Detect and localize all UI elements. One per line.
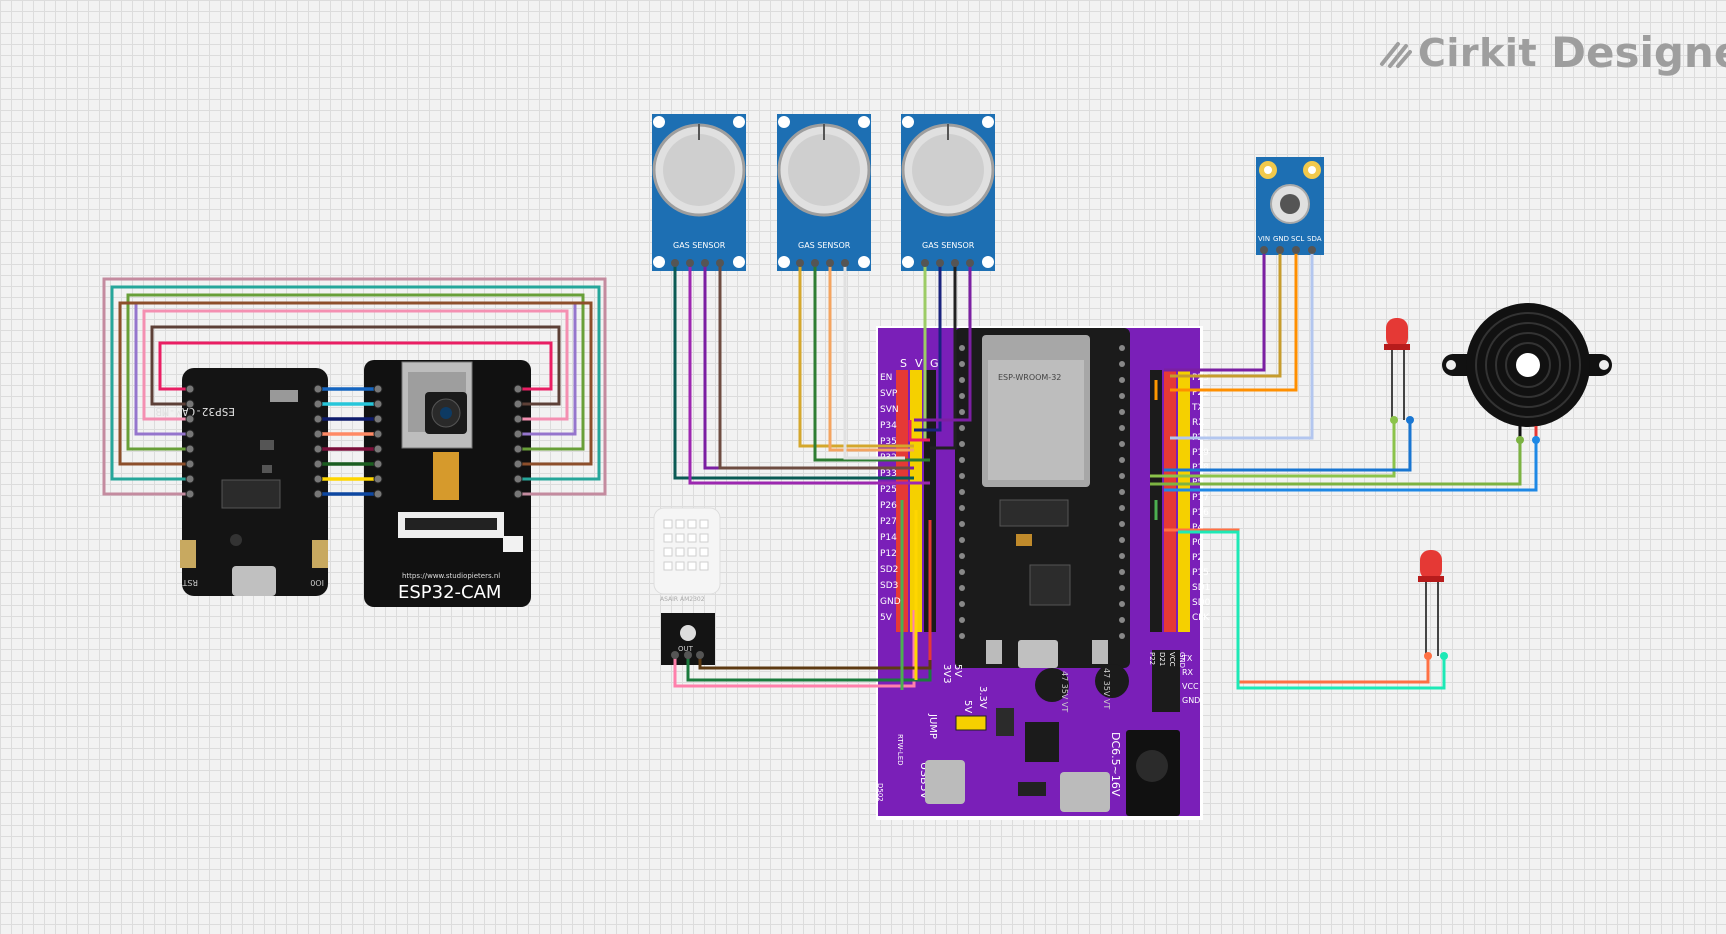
pin-label: SD2 (880, 565, 898, 575)
mb-loop-wires (102, 277, 607, 496)
gas-sensor-wires (673, 263, 972, 485)
shield-hdr-v-left: V (915, 357, 923, 370)
piezo-buzzer[interactable] (1442, 303, 1612, 444)
uart-pin-gnd: GND (1178, 652, 1186, 668)
esp32-expansion-shield[interactable]: G V S EN SVP SVN P34 P35 P32 P33 P25 P26… (876, 326, 1211, 820)
pin-label: EN (880, 373, 892, 383)
shield-label-5v-b: 5V (962, 700, 973, 713)
shield-hdr-s-left: S (900, 357, 907, 370)
dht-out-label: OUT (678, 645, 694, 653)
cirkit-logo-icon (1380, 41, 1412, 68)
pin-label: SD3 (880, 581, 898, 591)
shield-cap2-label: 47 35V VT (1102, 668, 1111, 709)
pin-label: P15 (1192, 568, 1209, 578)
pin-label: P35 (880, 437, 897, 447)
pin-label: SVN (880, 405, 899, 415)
uart-pin-p22: P22 (1148, 652, 1156, 665)
svg-text:IO0: IO0 (310, 578, 324, 587)
pin-label: P22 (1192, 388, 1209, 398)
ir-sensor-wires (1164, 250, 1314, 440)
ir-temp-sensor[interactable]: VIN GND SCL SDA (1256, 157, 1324, 255)
shield-label-dc: DC6.5~16V (1109, 732, 1122, 797)
mb-label: ESP32-CAM-MB (155, 405, 235, 418)
pin-label: P25 (880, 485, 897, 495)
right-side-wires (1150, 420, 1538, 690)
shield-module-label: ESP-WROOM-32 (998, 373, 1061, 382)
ir-pin-gnd: GND (1273, 235, 1289, 243)
uart-pin-d21: D21 (1158, 652, 1166, 666)
pin-label: P12 (880, 549, 897, 559)
pin-label: P16 (1192, 508, 1209, 518)
pin-label: TX (1191, 403, 1204, 413)
cam-pins (373, 384, 523, 499)
mb-cam-short-wires (318, 387, 380, 496)
pin-label: SVP (880, 389, 898, 399)
shield-label-rtw: RTW-LED (896, 734, 904, 766)
pin-label: P26 (880, 501, 897, 511)
pin-label: P0 (1192, 538, 1203, 548)
gas1-label: GAS SENSOR (673, 241, 726, 250)
gas3-label: GAS SENSOR (922, 241, 975, 250)
pin-label: P23 (1192, 373, 1209, 383)
shield-label-33v: 3.3V (977, 686, 988, 709)
esp32-cam-mb-board[interactable]: ESP32-CAM-MB RST IO0 (155, 368, 328, 596)
red-led-2[interactable] (1418, 550, 1448, 660)
pin-label: 5V (880, 613, 893, 623)
mb-pins (185, 384, 323, 499)
pin-label: P19 (1192, 448, 1209, 458)
shield-hdr-g-left: G (930, 357, 939, 370)
brand-suffix: Designer (1551, 28, 1726, 77)
uart-pin-vcc: VCC (1168, 652, 1176, 667)
pin-label: SD0 (1192, 598, 1211, 608)
uart-label-gnd: GND (1182, 696, 1200, 705)
shield-label-jump: JUMP (927, 713, 938, 739)
cam-label: ESP32-CAM (398, 582, 501, 603)
esp32-cam-board[interactable]: https://www.studiopieters.nl ESP32-CAM (364, 360, 531, 607)
cirkit-designer-brand: Cirkit Designer (1378, 28, 1726, 77)
ir-pin-sda: SDA (1307, 235, 1322, 243)
shield-label-d502: D502 (876, 783, 884, 802)
pin-label: GND (880, 597, 901, 607)
gas-sensor-1[interactable]: GAS SENSOR (652, 114, 746, 271)
shield-cap1-label: 47 35V VT (1060, 671, 1069, 712)
pin-label: P4 (1192, 523, 1203, 533)
dht-label: ASAIR AM2302 (660, 596, 705, 603)
ir-pin-vin: VIN (1258, 235, 1270, 243)
uart-label-rx: RX (1182, 668, 1194, 677)
sensor-pin-dots (671, 246, 1316, 659)
ir-pin-scl: SCL (1291, 235, 1304, 243)
shield-label-3v3: 3V3 (941, 664, 952, 684)
pin-label: P18 (1192, 463, 1209, 473)
pin-label: P14 (880, 533, 897, 543)
pin-label: P27 (880, 517, 897, 527)
gas2-label: GAS SENSOR (798, 241, 851, 250)
pin-label: P34 (880, 421, 897, 431)
pin-label: SD1 (1192, 583, 1210, 593)
shield-right-pin-labels: P23 P22 TX RX P21 P19 P18 P5 P17 P16 P4 … (1191, 373, 1211, 623)
brand-name: Cirkit (1418, 30, 1538, 75)
left-header-wires (900, 420, 932, 690)
shield-label-5v: 5V (952, 664, 963, 677)
dht22-sensor[interactable]: ASAIR AM2302 OUT (653, 507, 721, 665)
gas-sensor-3[interactable]: GAS SENSOR (901, 114, 995, 271)
cam-url: https://www.studiopieters.nl (402, 572, 500, 580)
pin-label: P17 (1192, 493, 1209, 503)
pin-label: P33 (880, 469, 897, 479)
uart-label-tx: TX (1181, 654, 1193, 663)
pin-label: RX (1192, 418, 1204, 428)
gas-sensor-2[interactable]: GAS SENSOR (777, 114, 871, 271)
svg-text:RST: RST (182, 578, 198, 587)
pin-label: P2 (1192, 553, 1203, 563)
red-led-1[interactable] (1384, 318, 1414, 424)
pin-label: CLK (1192, 613, 1210, 623)
uart-label-vcc: VCC (1182, 682, 1199, 691)
